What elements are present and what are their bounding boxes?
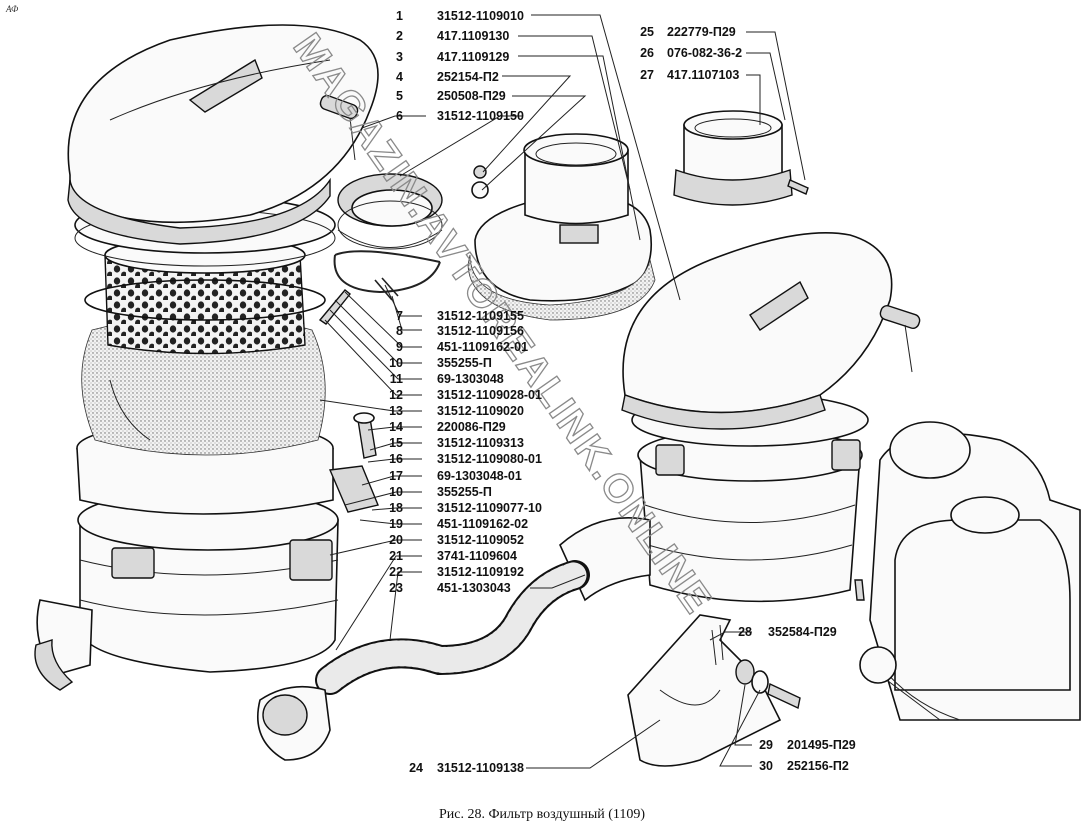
callout-code: 31512-1109155 [437,309,524,323]
callout-number: 24 [409,761,423,775]
callout-code: 451-1109162-01 [437,340,528,354]
callout-code: 31512-1109150 [437,109,524,123]
corrugated-hose [256,560,590,761]
callout-number: 2 [396,29,403,43]
callout-number: 10 [389,485,403,499]
callout-code: 451-1303043 [437,581,511,595]
callout-number: 11 [390,372,403,386]
callout-code: 417.1107103 [667,68,739,82]
callout-number: 10 [389,356,403,370]
callout-code: 3741-1109604 [437,549,517,563]
callout-number: 5 [396,89,403,103]
callout-number: 15 [389,436,403,450]
fasteners [328,412,865,601]
left-filter-assembly [34,24,379,691]
callout-number: 28 [738,625,752,639]
callout-number: 19 [389,517,403,531]
callout-code: 222779-П29 [667,25,736,39]
mounting-bracket [627,614,801,767]
corner-mark: АФ [5,4,19,14]
callout-code: 69-1303048 [437,372,504,386]
callout-code: 417.1109130 [437,29,509,43]
callouts-left: 1 31512-1109010 2 417.1109130 3 417.1109… [389,9,542,595]
callout-code: 31512-1109192 [437,565,524,579]
callout-code: 252154-П2 [437,70,499,84]
callout-code: 31512-1109052 [437,533,524,547]
callout-code: 31512-1109156 [437,324,524,338]
callout-code: 355255-П [437,485,492,499]
callout-code: 451-1109162-02 [437,517,528,531]
callout-number: 18 [389,501,403,515]
callout-number: 17 [389,469,403,483]
callout-number: 1 [396,9,403,23]
callout-number: 25 [640,25,654,39]
callout-code: 076-082-36-2 [667,46,742,60]
callouts-bottom: 24 31512-1109138 28 352584-П29 29 201495… [409,625,856,775]
callout-code: 31512-1109077-10 [437,501,542,515]
callout-number: 4 [396,70,403,84]
intake-cap [467,133,656,321]
rubber-sleeve [673,110,809,206]
callout-code: 31512-1109313 [437,436,524,450]
callout-code: 69-1303048-01 [437,469,522,483]
callouts-top-right: 25 222779-П29 26 076-082-36-2 27 417.110… [640,25,742,82]
callout-number: 16 [389,452,403,466]
callout-code: 31512-1109138 [437,761,524,775]
callout-number: 13 [389,404,403,418]
callout-code: 355255-П [437,356,492,370]
figure-caption: Рис. 28. Фильтр воздушный (1109) [439,807,645,822]
callout-code: 252156-П2 [787,759,849,773]
callout-code: 250508-П29 [437,89,506,103]
callout-number: 12 [389,388,403,402]
callout-number: 22 [389,565,403,579]
callout-code: 31512-1109020 [437,404,524,418]
callout-code: 417.1109129 [437,50,509,64]
callout-code: 352584-П29 [768,625,837,639]
callout-code: 31512-1109080-01 [437,452,542,466]
leader-lines [319,14,806,769]
callout-number: 30 [759,759,773,773]
callout-number: 3 [396,50,403,64]
callout-number: 6 [396,109,403,123]
callout-number: 7 [396,309,403,323]
callout-number: 21 [389,549,403,563]
callout-code: 31512-1109010 [437,9,524,23]
callout-number: 14 [389,420,403,434]
callout-code: 220086-П29 [437,420,506,434]
callout-number: 23 [389,581,403,595]
clamp-ring [318,250,441,325]
callout-number: 29 [759,738,773,752]
seal-ring [337,173,443,250]
callout-number: 8 [396,324,403,338]
callout-number: 27 [640,68,654,82]
callout-number: 20 [389,533,403,547]
callout-number: 26 [640,46,654,60]
callout-code: 31512-1109028-01 [437,388,542,402]
right-filter-assembly [559,231,1081,721]
callout-code: 201495-П29 [787,738,856,752]
callout-number: 9 [396,340,403,354]
